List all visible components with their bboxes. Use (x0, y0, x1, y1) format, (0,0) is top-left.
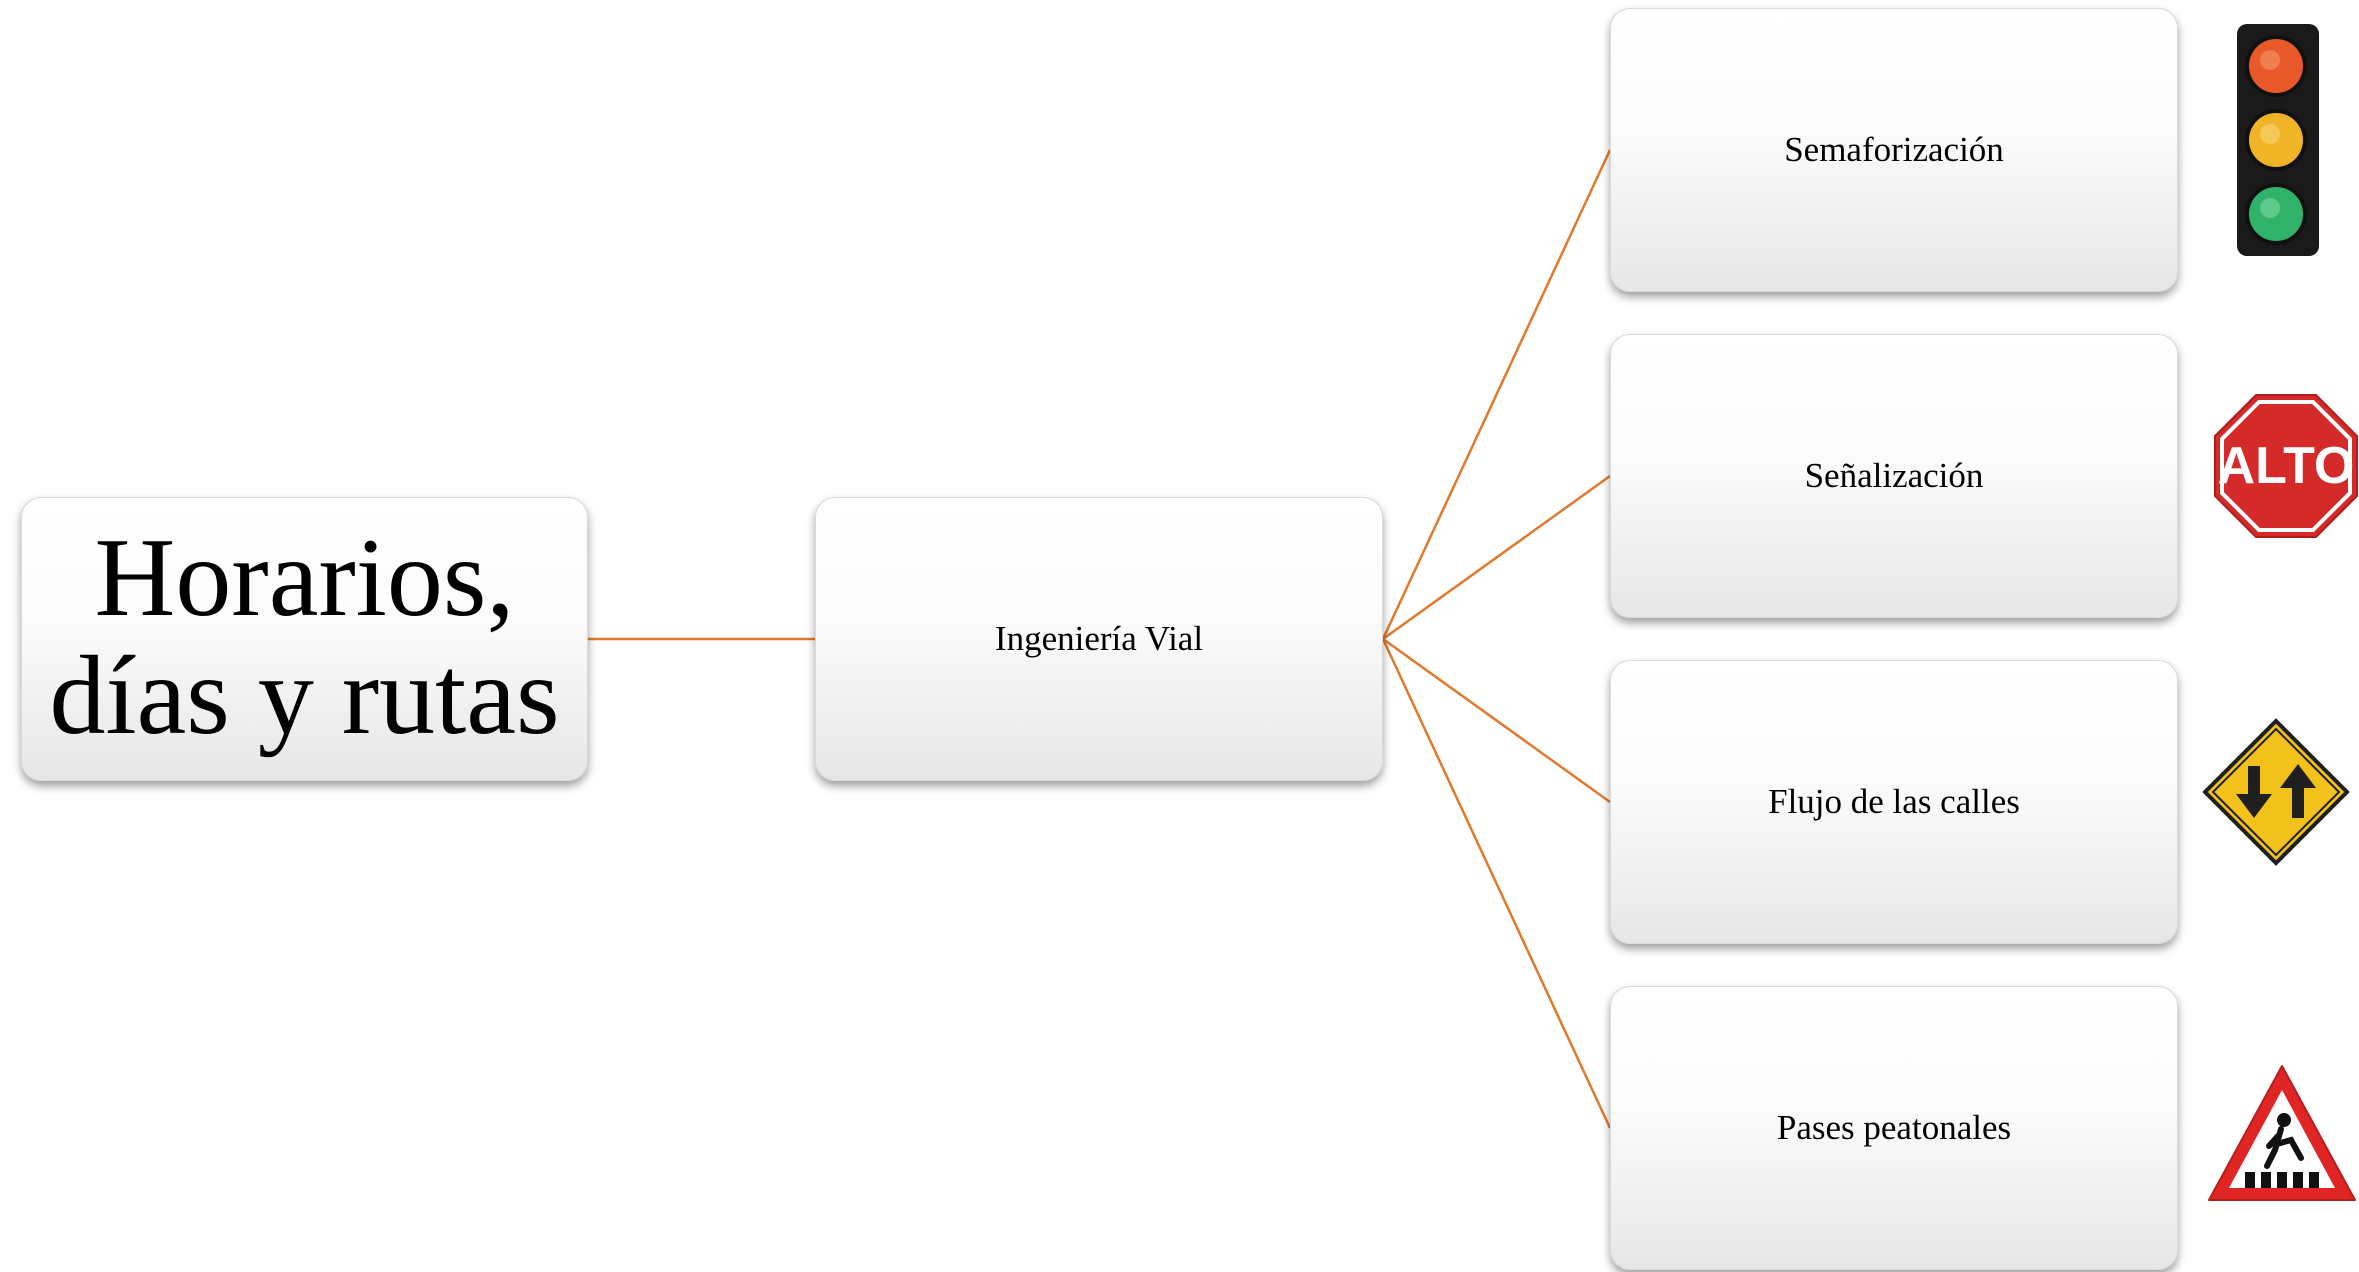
connector-middle-to-semaforizacion (1381, 149, 1612, 640)
root-node-label: Horarios, días y rutas (49, 516, 560, 758)
connector-middle-to-pases (1381, 638, 1612, 1129)
branch-node-label: Flujo de las calles (1768, 782, 2020, 821)
branch-node-label: Señalización (1804, 456, 1984, 495)
stop-sign-text: ALTO (2218, 437, 2355, 495)
branch-node-semaforizacion: Semaforización (1610, 8, 2178, 292)
branch-node-senalizacion: Señalización (1610, 334, 2178, 618)
root-node: Horarios, días y rutas (21, 497, 588, 781)
middle-node: Ingeniería Vial (815, 497, 1383, 781)
branch-node-label: Semaforización (1784, 130, 2004, 169)
branch-node-label: Pases peatonales (1776, 1108, 2012, 1147)
pedestrian-crossing-sign-icon (2208, 1065, 2356, 1201)
connector-middle-to-senalizacion (1382, 474, 1611, 641)
connector-middle-to-flujo (1382, 637, 1611, 804)
middle-node-label: Ingeniería Vial (994, 619, 1204, 658)
branch-node-pases: Pases peatonales (1610, 986, 2178, 1270)
branch-node-flujo: Flujo de las calles (1610, 660, 2178, 944)
stop-sign-icon: ALTO (2214, 394, 2358, 538)
two-way-traffic-sign-icon (2202, 718, 2350, 866)
traffic-light-icon (2237, 24, 2319, 256)
